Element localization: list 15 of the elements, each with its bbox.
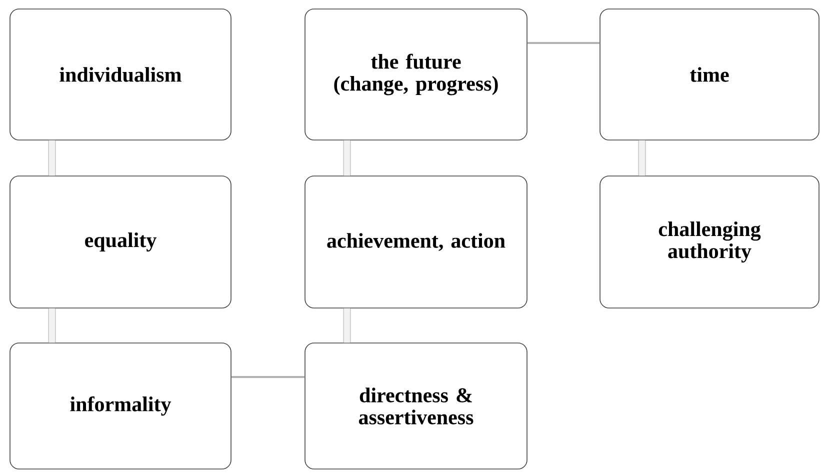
text-box: challenging authority	[600, 176, 820, 308]
text-box: the future (change, progress)	[304, 8, 528, 140]
text-box: equality	[10, 176, 232, 308]
text-box: achievement, action	[304, 176, 528, 308]
connector	[527, 42, 600, 44]
connector	[48, 140, 56, 176]
text-box: time	[600, 8, 820, 140]
text-box: individualism	[10, 8, 232, 140]
text-box: informality	[10, 342, 232, 470]
connector	[638, 140, 646, 176]
connector	[48, 308, 56, 343]
connector	[343, 308, 351, 343]
text-box: directness & assertiveness	[304, 342, 528, 470]
connector	[343, 140, 351, 176]
connector	[231, 376, 305, 378]
